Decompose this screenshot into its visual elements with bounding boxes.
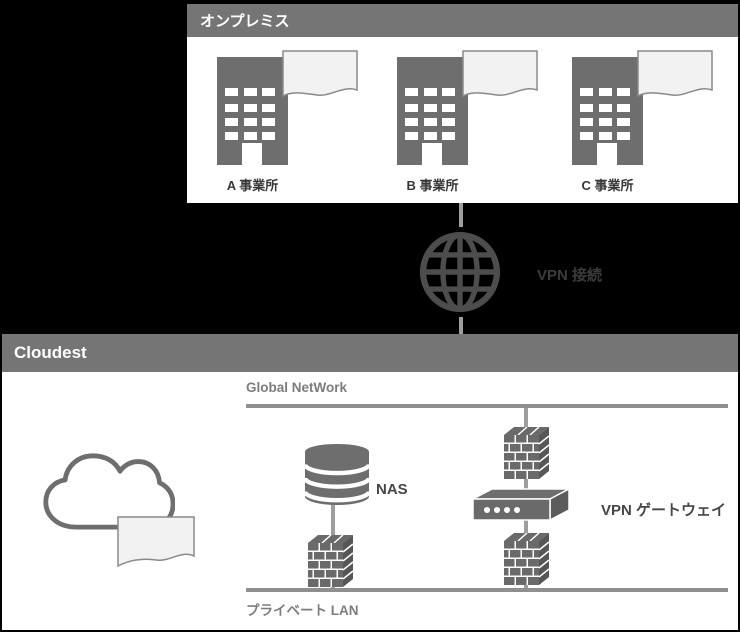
firewall-icon — [504, 533, 550, 585]
private-lan-line — [246, 588, 728, 592]
office-label-b: B 事業所 — [406, 178, 459, 193]
office-label-c: C 事業所 — [581, 178, 634, 193]
onprem-title: オンプレミス — [200, 13, 290, 30]
cloudest-panel: Cloudest Global NetWork — [2, 334, 738, 630]
document-icon — [117, 516, 195, 570]
office-unit-c: C 事業所 — [572, 50, 713, 195]
building-icon — [217, 50, 358, 165]
vpn-gateway-label: VPN ゲートウェイ — [601, 502, 727, 519]
office-unit-a: A 事業所 — [217, 50, 358, 195]
firewall-icon — [504, 427, 550, 479]
building-icon — [397, 50, 538, 165]
onprem-panel: オンプレミス A 事業所 B 事業所 C 事業所 — [187, 4, 738, 203]
vpn-connection-label: VPN 接続 — [537, 267, 603, 284]
vpn-gateway-icon — [473, 488, 570, 521]
office-label-a: A 事業所 — [226, 178, 279, 193]
cloud-icon — [40, 448, 175, 533]
global-network-line — [246, 404, 728, 408]
nas-cylinder-icon — [303, 443, 371, 507]
globe-icon — [415, 227, 505, 317]
nas-label: NAS — [376, 481, 408, 498]
cloudest-header: Cloudest — [2, 334, 738, 372]
office-unit-b: B 事業所 — [397, 50, 538, 195]
cloudest-title: Cloudest — [14, 343, 87, 362]
global-network-label: Global NetWork — [246, 380, 348, 395]
firewall-icon — [308, 535, 354, 587]
onprem-header: オンプレミス — [187, 4, 738, 37]
private-lan-label: プライベート LAN — [246, 603, 359, 618]
building-icon — [572, 50, 713, 165]
